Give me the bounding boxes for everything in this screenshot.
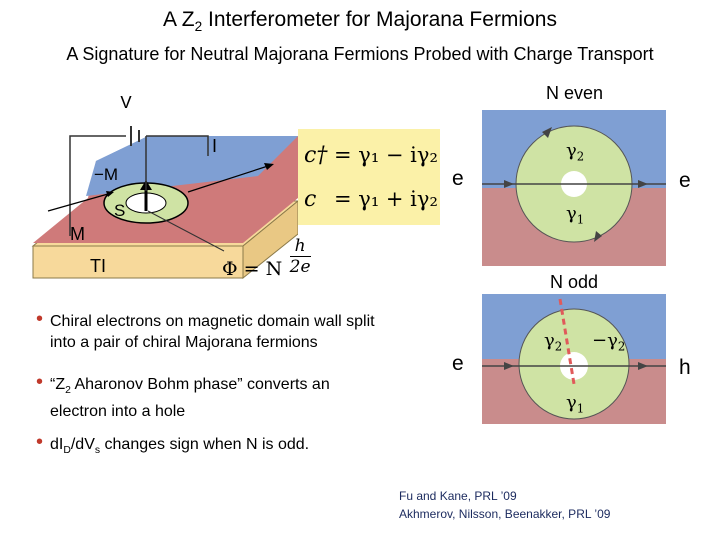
formula-c-dagger: c† [304, 143, 328, 168]
n-odd-panel [482, 294, 666, 424]
flux-denominator: 2e [289, 257, 311, 277]
odd-branch-cut [558, 298, 576, 385]
formula-line1: = γ₁ − iγ₂ [334, 143, 438, 167]
n-even-heading: N even [546, 83, 604, 103]
formula-c: c [304, 187, 317, 212]
bullet-1: • Chiral electrons on magnetic domain wa… [36, 308, 375, 352]
odd-in-label: e [452, 352, 464, 375]
ti-label: TI [90, 256, 106, 276]
neg-m-label: −M [94, 165, 118, 184]
slide-title: A Z2 Interferometer for Majorana Fermion… [163, 8, 557, 35]
formula-line2: = γ₁ + iγ₂ [334, 187, 438, 211]
n-even-panel [482, 110, 666, 266]
bullet-dot: • [36, 371, 44, 393]
device-diagram: V I −M S M TI [31, 96, 298, 280]
flux-numerator: h [289, 236, 311, 257]
odd-gamma2: γ2 [544, 330, 563, 354]
circuit-wire-left [69, 135, 126, 236]
bullet-3: • dID/dVs changes sign when N is odd. [36, 431, 310, 457]
bullet-dot: • [36, 308, 44, 330]
i-label: I [212, 136, 217, 156]
s-label: S [114, 201, 125, 220]
odd-neg-gamma2: −γ2 [592, 330, 626, 354]
circuit-wire-right [146, 135, 209, 156]
even-gamma1: γ1 [566, 203, 585, 227]
n-odd-heading: N odd [550, 272, 599, 292]
flux-formula: Φ = N h 2e [222, 236, 311, 280]
ti-slab-side [242, 200, 298, 280]
ti-slab-front [32, 245, 244, 279]
bullet-2: • “Z2 Aharonov Bohm phase” converts an e… [36, 371, 330, 421]
slide-subtitle: A Signature for Neutral Majorana Fermion… [66, 44, 654, 64]
citation: Fu and Kane, PRL ’09 Akhmerov, Nilsson, … [399, 489, 611, 521]
even-in-label: e [452, 167, 464, 190]
domain-wall-arrow [47, 193, 109, 212]
majorana-formula-box: c† = γ₁ − iγ₂ c = γ₁ + iγ₂ [298, 129, 440, 225]
flux-pointer [147, 210, 225, 252]
even-gamma2: γ2 [566, 140, 585, 164]
even-out-label: e [679, 169, 691, 192]
bullet-dot: • [36, 431, 44, 453]
m-label: M [70, 224, 85, 244]
v-label: V [120, 96, 132, 112]
odd-out-label: h [679, 356, 691, 379]
odd-gamma1: γ1 [566, 392, 585, 416]
